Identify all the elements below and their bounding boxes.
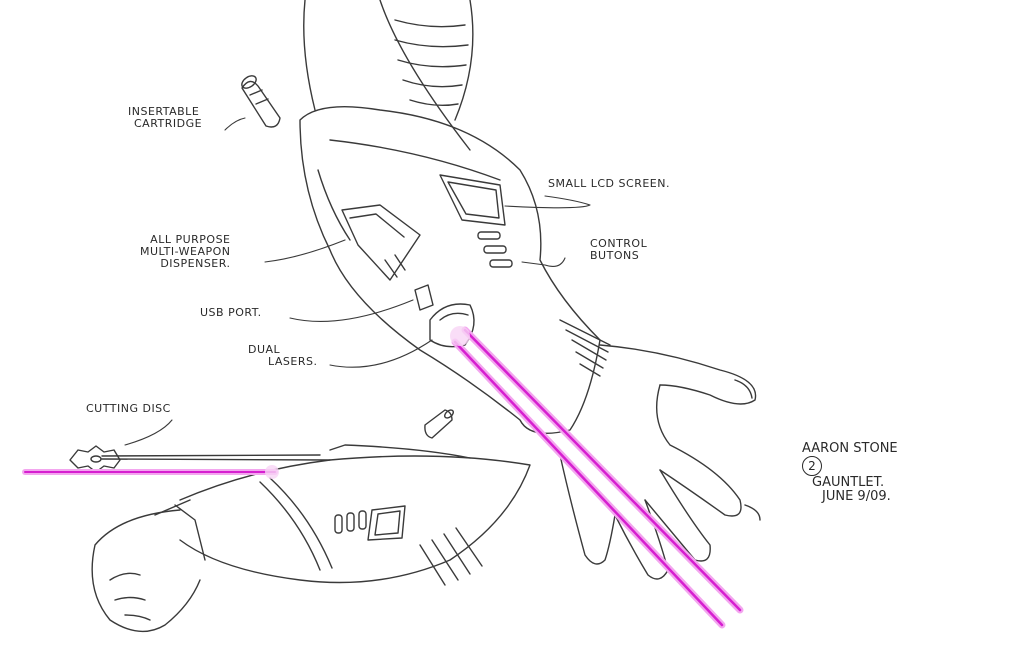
label-line: DUAL <box>248 343 281 356</box>
label-line: CONTROL <box>590 237 648 250</box>
label-line: SMALL LCD SCREEN. <box>548 177 670 190</box>
lower-gauntlet <box>91 444 531 633</box>
label-line: BUTONS <box>590 249 640 262</box>
label-line: LASERS. <box>268 355 318 368</box>
label-line: CARTRIDGE <box>134 117 203 130</box>
label-line: DISPENSER. <box>160 257 231 270</box>
signature-title: AARON STONE <box>802 441 898 456</box>
cartridge-icon-small <box>424 409 454 439</box>
label-line: USB PORT. <box>200 306 262 319</box>
forearm-sleeve <box>303 0 474 151</box>
cartridge-icon <box>241 75 281 128</box>
signature-line-2: GAUNTLET. <box>812 475 885 490</box>
signature-block: AARON STONE 2 GAUNTLET. JUNE 9/09. <box>802 442 898 504</box>
label-line: ALL PURPOSE <box>150 233 231 246</box>
label-line: CUTTING DISC <box>86 402 171 415</box>
label-small-lcd-screen: SMALL LCD SCREEN. <box>548 178 670 190</box>
label-dual-lasers: DUAL LASERS. <box>248 344 317 368</box>
label-cutting-disc: CUTTING DISC <box>86 403 171 415</box>
signature-number: 2 <box>802 456 822 476</box>
dual-laser-beams <box>450 326 744 629</box>
label-usb-port: USB PORT. <box>200 307 262 319</box>
label-all-purpose-dispenser: ALL PURPOSE MULTI-WEAPON DISPENSER. <box>140 234 231 270</box>
cutting-laser-beam <box>22 465 279 479</box>
cutting-disc-icon <box>69 445 331 473</box>
label-control-buttons: CONTROL BUTONS <box>590 238 647 262</box>
signature-line-1: AARON STONE 2 <box>802 442 898 476</box>
label-line: MULTI-WEAPON <box>140 245 231 258</box>
callout-leaders <box>124 117 591 446</box>
main-gauntlet <box>299 106 611 434</box>
label-insertable-cartridge: INSERTABLE CARTRIDGE <box>128 106 202 130</box>
label-line: INSERTABLE <box>128 105 200 118</box>
signature-date: JUNE 9/09. <box>822 489 891 504</box>
open-hand <box>559 344 761 580</box>
